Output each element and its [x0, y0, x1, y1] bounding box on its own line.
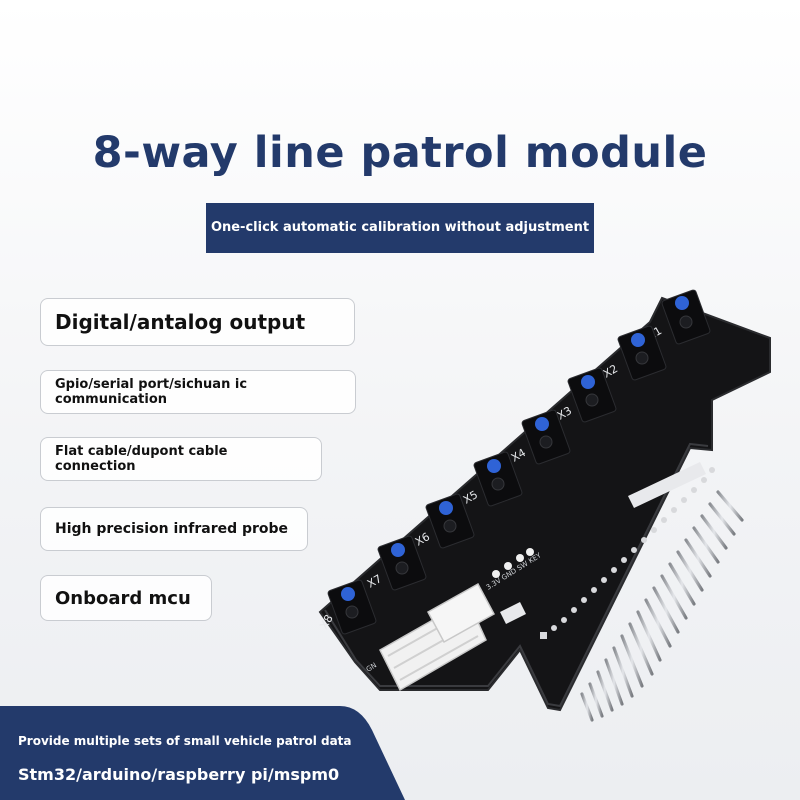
feature-label: High precision infrared probe [55, 521, 289, 537]
footer-platforms: Stm32/arduino/raspberry pi/mspm0 [18, 765, 340, 784]
feature-label: Digital/antalog output [55, 310, 306, 334]
feature-communication: Gpio/serial port/sichuan ic communicatio… [40, 370, 356, 414]
calibration-banner: One-click automatic calibration without … [206, 203, 594, 253]
page-title: 8-way line patrol module [92, 128, 708, 178]
feature-label: Onboard mcu [55, 587, 191, 609]
feature-connection: Flat cable/dupont cable connection [40, 437, 322, 481]
footer-tagline: Provide multiple sets of small vehicle p… [18, 734, 352, 748]
feature-label: Gpio/serial port/sichuan ic communicatio… [55, 377, 248, 407]
banner-text: One-click automatic calibration without … [210, 220, 590, 235]
feature-onboard-mcu: Onboard mcu [40, 575, 212, 621]
feature-label: Flat cable/dupont cable connection [55, 444, 228, 474]
feature-infrared-probe: High precision infrared probe [40, 507, 308, 551]
